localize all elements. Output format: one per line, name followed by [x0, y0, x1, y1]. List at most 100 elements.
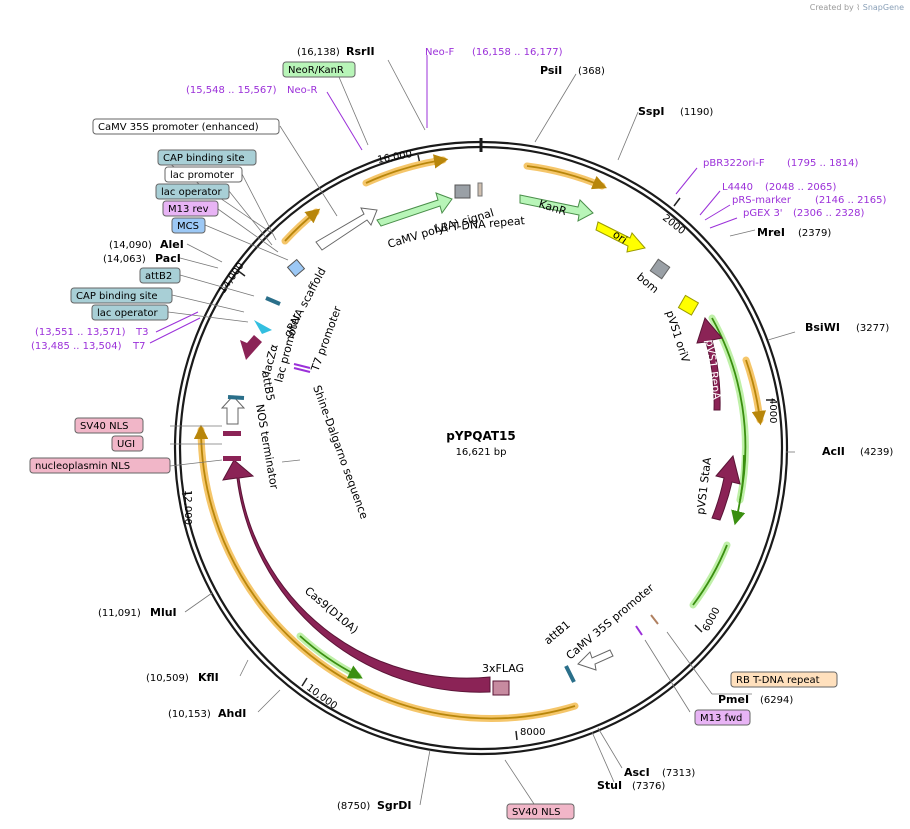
site-kfli-name[interactable]: KflI: [198, 671, 219, 684]
pvs1-staa-arrow[interactable]: [711, 454, 741, 521]
site-mlui-name[interactable]: MluI: [150, 606, 177, 619]
m13fwd-mark: [635, 625, 643, 636]
primer-t3-name[interactable]: T3: [135, 327, 148, 338]
credit-brand: SnapGene: [862, 3, 904, 12]
camv35s-promoter-arrow[interactable]: [577, 649, 614, 671]
site-paci-name[interactable]: PacI: [155, 252, 181, 265]
box-lacop2-text: lac operator: [97, 308, 158, 319]
site-sgrdi-name[interactable]: SgrDI: [377, 799, 411, 812]
box-rbtdna[interactable]: [730, 671, 838, 688]
connector-lines: [160, 59, 796, 811]
tick-label-8000: 8000: [520, 727, 545, 738]
green-line-lowright: [692, 544, 728, 606]
box-ugi[interactable]: [111, 435, 144, 452]
pvs1-repa-arrow[interactable]: [696, 316, 723, 411]
primer-neof-name[interactable]: Neo-F: [425, 47, 455, 58]
attb1-feature[interactable]: [564, 665, 576, 683]
primer-l4440-range: (2048 .. 2065): [765, 182, 837, 193]
lac-operator-feature[interactable]: [254, 320, 272, 334]
camv-polya-box[interactable]: [454, 184, 471, 199]
box-neokan[interactable]: [282, 61, 356, 78]
tick-10000: [301, 677, 308, 687]
attb2-feature[interactable]: [265, 296, 281, 306]
bom-feature[interactable]: [649, 258, 671, 280]
primer-t7-name[interactable]: T7: [132, 341, 145, 352]
site-sspi-name[interactable]: SspI: [638, 105, 664, 118]
label-t7prom: T7 promoter: [308, 304, 344, 374]
tick-14000: [236, 269, 246, 277]
kanr-arrow[interactable]: [519, 194, 594, 222]
ori-arrow[interactable]: [595, 221, 646, 253]
site-bsiwi-name[interactable]: BsiWI: [805, 321, 840, 334]
primer-t3-range: (13,551 .. 13,571): [35, 327, 126, 338]
box-attb2-text: attB2: [145, 271, 172, 282]
box-rbtdna-text: RB T-DNA repeat: [736, 675, 820, 686]
box-nucleo[interactable]: [29, 457, 171, 474]
snapgene-credit: Created by ⌇ SnapGene: [810, 3, 904, 12]
attb5-feature[interactable]: [227, 395, 245, 400]
site-psii-name[interactable]: PsiI: [540, 64, 562, 77]
box-sv40nls2-text: SV40 NLS: [512, 807, 561, 818]
site-rsrii-name[interactable]: RsrII: [346, 45, 375, 58]
box-cap1[interactable]: [157, 149, 257, 166]
box-ugi-text: UGI: [117, 439, 135, 450]
box-lacprom[interactable]: [164, 166, 243, 183]
box-lacop1[interactable]: [155, 183, 230, 200]
lb-tdna-feature[interactable]: [477, 182, 483, 197]
sv40nls-mark-left: [223, 431, 241, 436]
credit-prefix: Created by: [809, 3, 854, 12]
site-pmei-name[interactable]: PmeI: [718, 693, 749, 706]
site-acli-pos: (4239): [860, 447, 893, 458]
mcs-feature[interactable]: [286, 258, 306, 278]
box-mcs[interactable]: [171, 217, 206, 234]
tick-8000: [515, 730, 518, 741]
box-camv-enh[interactable]: [92, 118, 280, 135]
box-mcs-text: MCS: [177, 221, 199, 232]
site-stui-name[interactable]: StuI: [597, 779, 622, 792]
primer-pbr-name[interactable]: pBR322ori-F: [703, 158, 765, 169]
site-bsiwi-pos: (3277): [856, 323, 889, 334]
orf-glow-bottom-large: [197, 426, 579, 722]
laczalpha-arrow[interactable]: [240, 335, 262, 360]
orf-arrow-topleft: [284, 208, 321, 242]
site-asci-pos: (7313): [662, 768, 695, 779]
box-lacop1-text: lac operator: [161, 187, 222, 198]
flag-feature[interactable]: [492, 680, 510, 696]
site-asci-name[interactable]: AscI: [624, 766, 650, 779]
primer-pgex-name[interactable]: pGEX 3': [743, 208, 783, 219]
site-sspi-pos: (1190): [680, 107, 713, 118]
primer-neor-range: (15,548 .. 15,567): [186, 85, 277, 96]
cas9-arrow[interactable]: [222, 459, 491, 693]
site-ahdi-name[interactable]: AhdI: [218, 707, 246, 720]
box-attb2[interactable]: [139, 267, 181, 284]
box-sv40nls2[interactable]: [506, 803, 575, 820]
primer-prs-name[interactable]: pRS-marker: [732, 195, 792, 206]
box-m13rev[interactable]: [162, 200, 219, 217]
tick-2000: [673, 197, 681, 207]
box-lacprom-text: lac promoter: [170, 170, 235, 181]
primer-neor-name[interactable]: Neo-R: [287, 85, 318, 96]
nos-terminator-arrow[interactable]: [220, 395, 246, 425]
site-acli-name[interactable]: AclI: [822, 445, 845, 458]
camv-polya-arrow[interactable]: [376, 192, 453, 227]
box-lacop2[interactable]: [91, 304, 169, 321]
site-mlui-pos: (11,091): [98, 608, 141, 619]
site-alei-name[interactable]: AleI: [160, 238, 184, 251]
box-cap1-text: CAP binding site: [163, 153, 245, 164]
site-srei-pos: (2379): [798, 228, 831, 239]
primer-pgex-range: (2306 .. 2328): [793, 208, 865, 219]
site-srei-name[interactable]: MreI: [757, 226, 785, 239]
primer-pbr-range: (1795 .. 1814): [787, 158, 859, 169]
site-kfli-pos: (10,509): [146, 673, 189, 684]
box-camv-enh-text: CaMV 35S promoter (enhanced): [98, 122, 259, 133]
green-arrow-staa: [731, 454, 746, 526]
box-m13fwd-text: M13 fwd: [700, 713, 742, 724]
primer-l4440-name[interactable]: L4440: [722, 182, 753, 193]
camv-enh-promoter-arrow[interactable]: [315, 207, 378, 251]
label-lbtdna: LB T-DNA repeat: [434, 214, 526, 235]
box-m13fwd[interactable]: [694, 709, 751, 726]
box-sv40nls1[interactable]: [74, 417, 144, 434]
box-cap2[interactable]: [70, 287, 173, 304]
pvs1-oriv-feature[interactable]: [677, 294, 700, 316]
